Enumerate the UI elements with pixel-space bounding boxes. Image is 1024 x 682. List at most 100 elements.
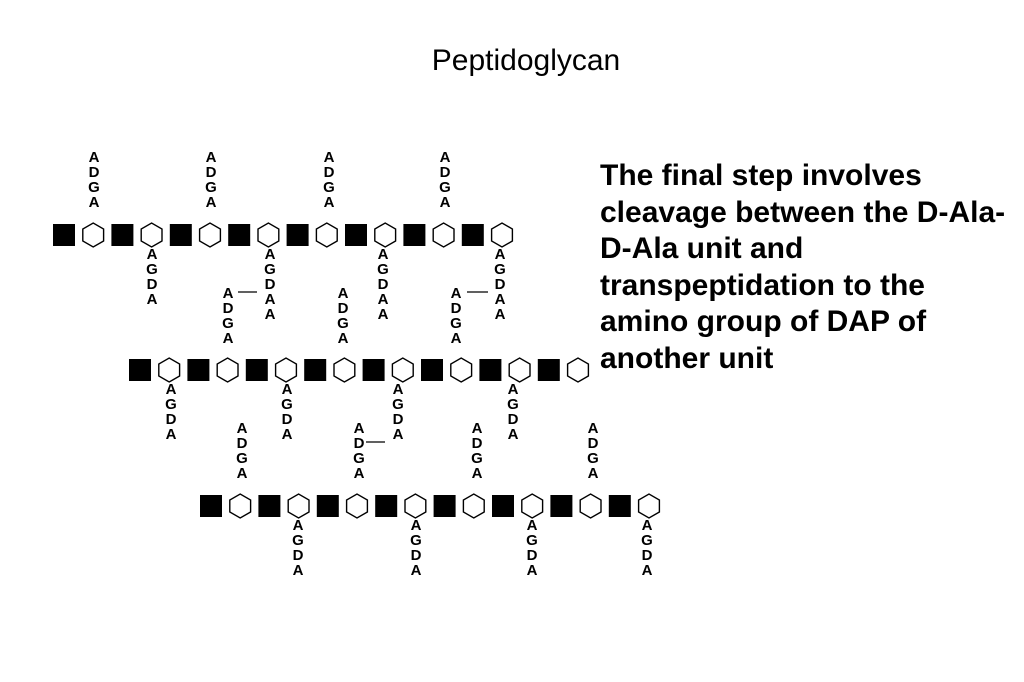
sugar-hexagon — [508, 357, 531, 383]
peptide-letter: D — [642, 547, 653, 564]
peptide-letter: D — [440, 164, 451, 181]
peptide-letter: A — [527, 517, 538, 534]
sugar-hexagon — [391, 357, 414, 383]
peptide-letter: A — [293, 517, 304, 534]
peptide-letter: D — [166, 411, 177, 428]
peptide-letter: A — [472, 465, 483, 482]
peptide-letter: D — [411, 547, 422, 564]
peptide-letter: A — [293, 562, 304, 579]
peptide-letter: A — [166, 381, 177, 398]
peptide-letter: D — [282, 411, 293, 428]
peptide-letter: D — [338, 300, 349, 317]
peptide-letter: A — [642, 562, 653, 579]
peptide-letter: A — [495, 246, 506, 263]
sugar-square — [169, 224, 192, 246]
peptide-letter: A — [206, 194, 217, 211]
peptide-letter: A — [440, 149, 451, 166]
peptide-letter: A — [588, 420, 599, 437]
peptide-letter: A — [324, 149, 335, 166]
peptide-letter: A — [588, 465, 599, 482]
sugar-square — [433, 495, 456, 517]
peptide-letter: D — [89, 164, 100, 181]
peptide-letter: A — [378, 291, 389, 308]
peptide-letter: A — [282, 426, 293, 443]
peptide-letter: A — [89, 149, 100, 166]
sugar-square — [53, 224, 75, 246]
slide-title: Peptidoglycan — [431, 44, 621, 77]
sugar-hexagon — [216, 357, 239, 383]
peptide-letter: G — [450, 315, 462, 332]
peptide-letter: A — [223, 285, 234, 302]
peptide-letter: G — [439, 179, 451, 196]
peptide-letter: A — [265, 291, 276, 308]
peptide-letter: A — [147, 291, 158, 308]
peptide-letter: D — [147, 276, 158, 293]
peptide-letter: D — [451, 300, 462, 317]
sugar-square — [421, 359, 443, 381]
peptide-letter: A — [451, 330, 462, 347]
peptide-letter: A — [237, 420, 248, 437]
sugar-hexagon — [198, 222, 222, 248]
peptide-letter: G — [165, 396, 177, 413]
sugar-square — [461, 224, 484, 246]
peptide-letter: G — [281, 396, 293, 413]
peptide-letter: A — [411, 517, 422, 534]
peptide-letter: A — [147, 246, 158, 263]
peptide-letter: A — [378, 246, 389, 263]
sugar-hexagon — [637, 493, 661, 519]
sugar-hexagon — [333, 357, 356, 383]
peptide-letter: G — [641, 532, 653, 549]
peptide-letter: D — [472, 435, 483, 452]
sugar-hexagon — [432, 222, 455, 248]
peptide-letter: A — [338, 330, 349, 347]
peptide-letter: G — [222, 315, 234, 332]
sugar-hexagon — [490, 222, 514, 248]
peptide-letter: D — [495, 276, 506, 293]
peptide-letter: D — [527, 547, 538, 564]
peptide-letter: D — [588, 435, 599, 452]
peptide-letter: G — [494, 261, 506, 278]
peptide-letter: G — [264, 261, 276, 278]
peptide-letter: G — [205, 179, 217, 196]
sugar-square — [258, 495, 281, 517]
peptide-letter: A — [495, 306, 506, 323]
sugar-hexagon — [345, 493, 369, 519]
peptide-letter: A — [265, 246, 276, 263]
sugar-hexagon — [158, 357, 181, 383]
peptide-letter: A — [451, 285, 462, 302]
peptide-letter: G — [292, 532, 304, 549]
peptide-letter: A — [642, 517, 653, 534]
peptide-letter: A — [354, 420, 365, 437]
sugar-square — [375, 495, 398, 517]
peptide-letter: G — [392, 396, 404, 413]
peptide-letter: G — [353, 450, 365, 467]
sugar-hexagon — [374, 222, 397, 248]
peptide-letter: A — [393, 381, 404, 398]
peptide-letter: A — [282, 381, 293, 398]
peptide-letter: A — [223, 330, 234, 347]
peptide-letter: G — [88, 179, 100, 196]
peptide-letter: D — [223, 300, 234, 317]
peptide-letter: A — [166, 426, 177, 443]
sugar-hexagon — [315, 222, 338, 248]
sugar-hexagon — [140, 222, 163, 248]
sugar-square — [608, 495, 631, 517]
peptide-letter: G — [377, 261, 389, 278]
sugar-square — [362, 359, 385, 381]
sugar-hexagon — [287, 493, 310, 519]
peptide-letter: D — [206, 164, 217, 181]
peptide-letter: G — [587, 450, 599, 467]
peptide-letter: G — [526, 532, 538, 549]
sugar-square — [228, 224, 251, 246]
peptide-letter: A — [472, 420, 483, 437]
peptide-letter: G — [471, 450, 483, 467]
peptide-letter: A — [495, 291, 506, 308]
sugar-hexagon — [404, 493, 427, 519]
peptide-letter: A — [393, 426, 404, 443]
sugar-hexagon — [257, 222, 280, 248]
peptide-letter: A — [411, 562, 422, 579]
sugar-square — [129, 359, 151, 381]
sugar-square — [316, 495, 339, 517]
sugar-square — [345, 224, 367, 246]
sugar-hexagon — [579, 493, 602, 519]
